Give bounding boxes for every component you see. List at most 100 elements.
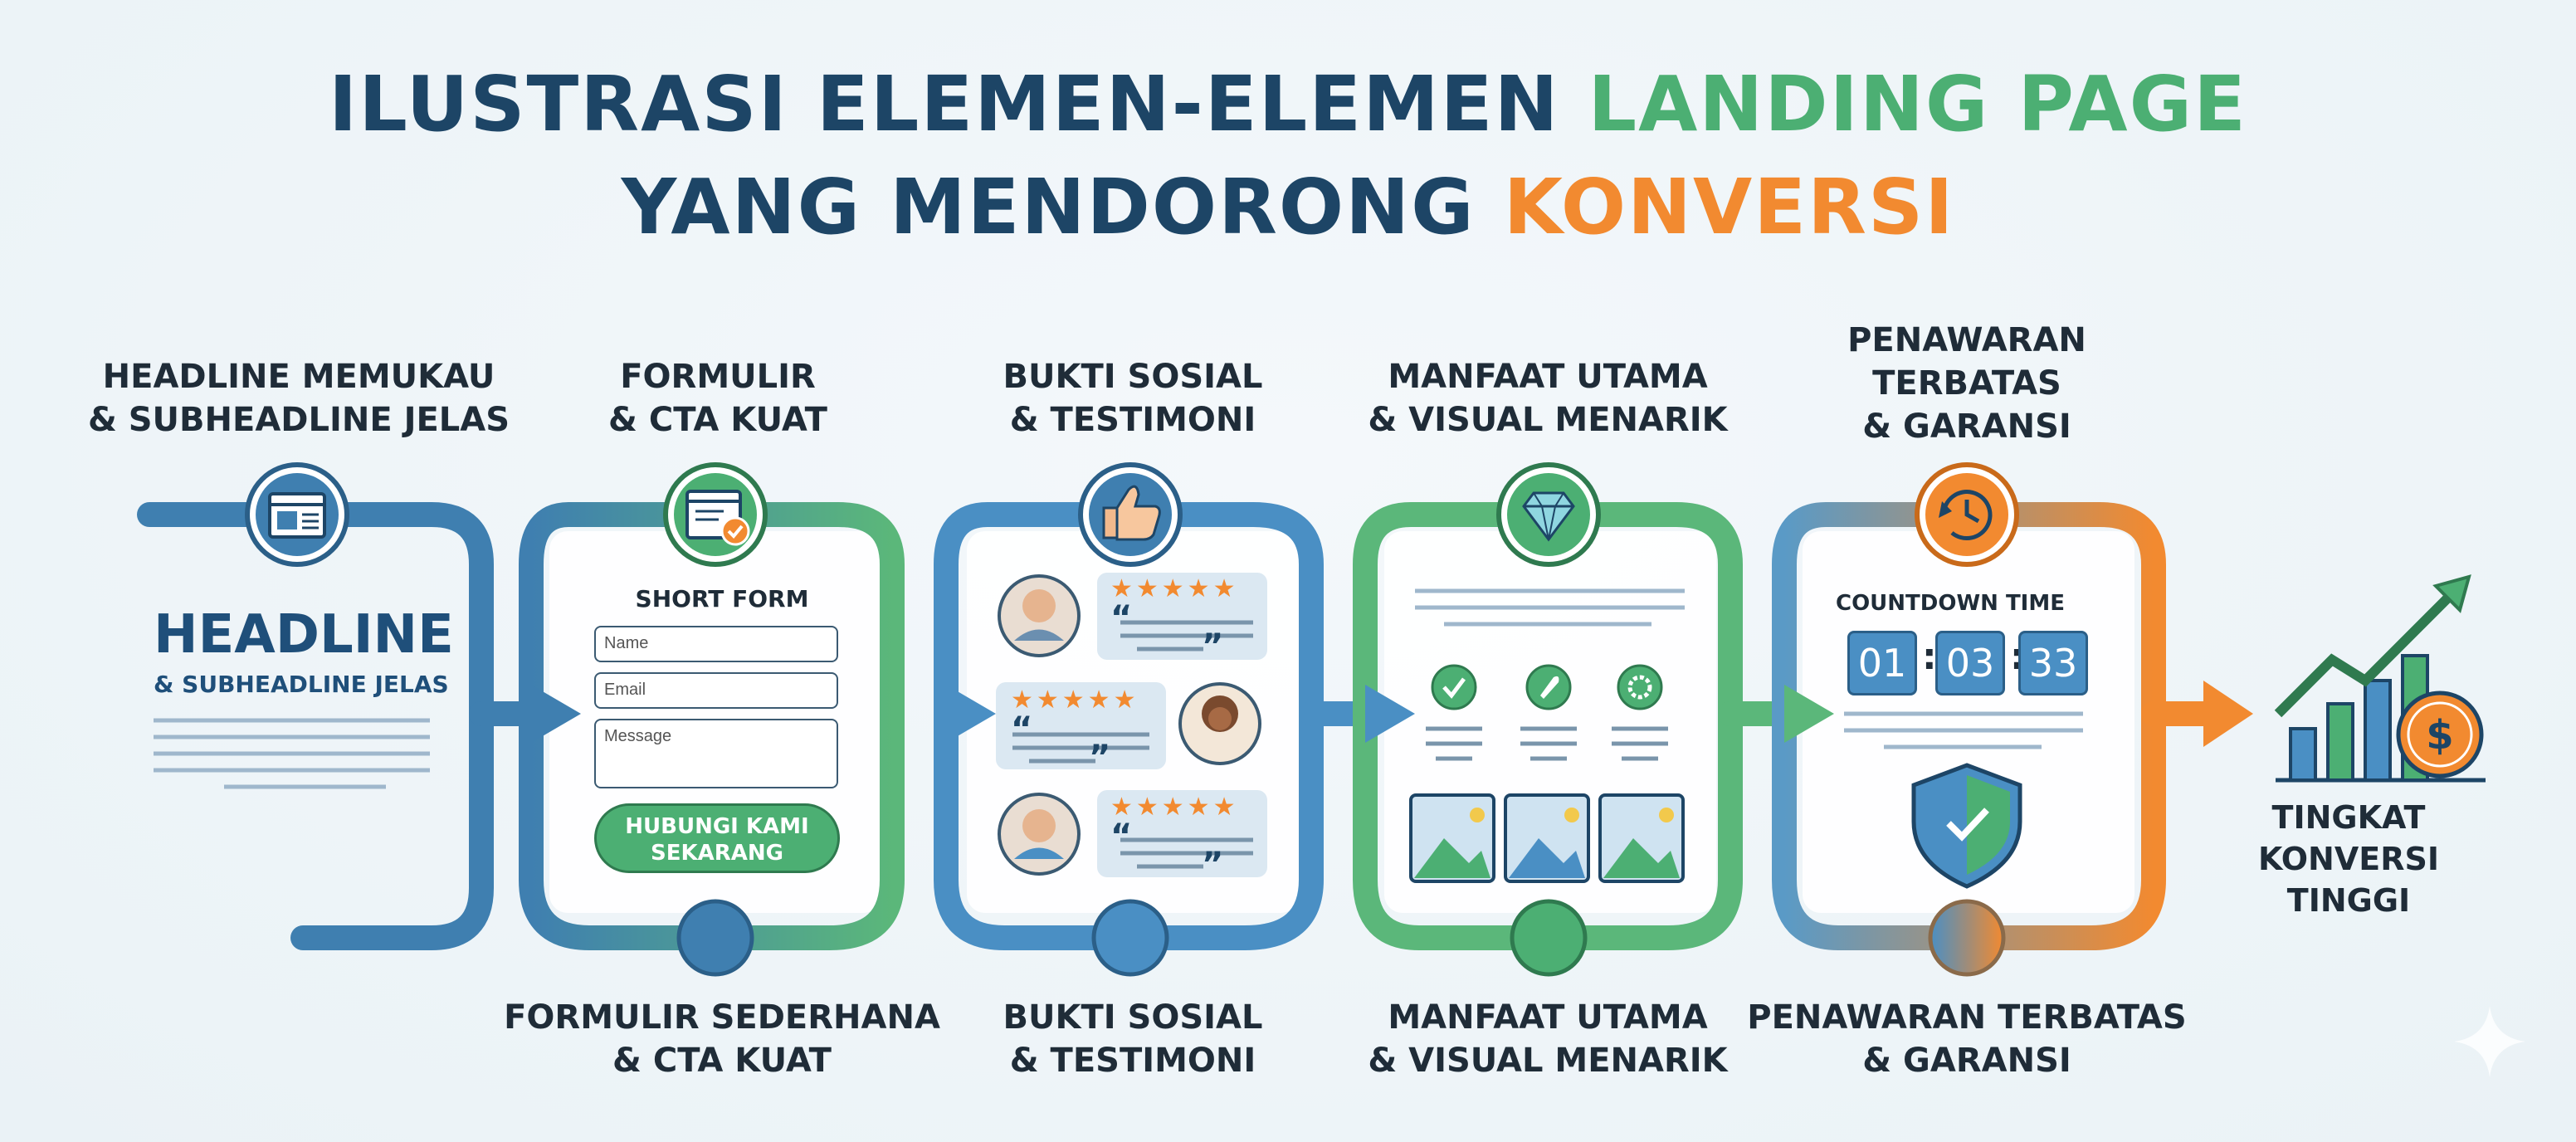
cta-line: HUBUNGI KAMI (625, 814, 809, 839)
shield-check-icon (1911, 763, 2022, 889)
label-line: TERBATAS (1872, 364, 2061, 403)
cta-line: SEKARANG (651, 841, 783, 866)
countdown-seconds: 33 (2018, 631, 2088, 695)
arrow-head-1 (531, 685, 581, 743)
growth-chart-dollar-icon: $ (2274, 574, 2486, 783)
quote-open-icon: “ (1110, 817, 1133, 856)
headline-text-lines (154, 718, 430, 789)
quote-close-icon: ” (1202, 627, 1224, 666)
label-line: PENAWARAN TERBATAS (1747, 998, 2187, 1037)
short-form-heading: SHORT FORM (635, 585, 809, 612)
benefits-content (1409, 588, 1685, 883)
label-line: & TESTIMONI (1009, 1042, 1256, 1080)
label-line: & SUBHEADLINE JELAS (87, 401, 510, 439)
contact-now-button[interactable]: HUBUNGI KAMI SEKARANG (594, 803, 840, 873)
bottom-circle-3 (1510, 899, 1588, 977)
top-label-headline: HEADLINE MEMUKAU & SUBHEADLINE JELAS (75, 355, 523, 442)
testimonial-3 (998, 790, 1267, 877)
label-line: & VISUAL MENARIK (1368, 1042, 1728, 1080)
arrow-head-4 (1784, 685, 1834, 743)
label-line: FORMULIR (620, 358, 816, 396)
label-line: BUKTI SOSIAL (1003, 998, 1263, 1037)
flow-path-7 (1353, 502, 1743, 950)
top-label-form: FORMULIR & CTA KUAT (564, 355, 871, 442)
label-line: & VISUAL MENARIK (1368, 401, 1728, 439)
browser-window-icon (245, 462, 349, 567)
title-highlight-landing-page: LANDING PAGE (1588, 60, 2247, 149)
gear-benefit-icon (1617, 664, 1663, 710)
clock-refresh-icon (1915, 462, 2019, 567)
label-line: & CTA KUAT (612, 1042, 832, 1080)
label-line: & CTA KUAT (608, 401, 827, 439)
top-label-social-proof: BUKTI SOSIAL & TESTIMONI (979, 355, 1286, 442)
testimonial-1 (998, 573, 1267, 660)
flow-path-5 (934, 502, 1324, 950)
arrow-head-5 (2203, 681, 2253, 747)
label-line: KONVERSI (2258, 841, 2439, 877)
arrow-head-2 (946, 685, 996, 743)
label-line: MANFAAT UTAMA (1388, 998, 1708, 1037)
top-label-offer: PENAWARAN TERBATAS & GARANSI (1813, 319, 2120, 448)
title-prefix-1: ILUSTRASI ELEMEN-ELEMEN (329, 60, 1588, 149)
image-placeholder-icon (1598, 793, 1685, 883)
flow-path-3 (519, 502, 905, 950)
diamond-icon (1496, 462, 1601, 567)
countdown-hours: 01 (1847, 631, 1917, 695)
label-line: & GARANSI (1862, 1042, 2071, 1080)
message-field[interactable]: Message (594, 719, 838, 788)
flow-path-9 (1772, 502, 2166, 950)
star-rating: ★★★★★ (1110, 574, 1239, 603)
email-field[interactable]: Email (594, 672, 838, 709)
sparkle-icon (2454, 1006, 2525, 1077)
bottom-label-form: FORMULIR SEDERHANA & CTA KUAT (498, 996, 946, 1082)
label-line: TINGGI (2286, 882, 2411, 919)
bottom-label-benefits: MANFAAT UTAMA & VISUAL MENARIK (1361, 996, 1734, 1082)
image-placeholder-icon (1409, 793, 1495, 883)
top-label-benefits: MANFAAT UTAMA & VISUAL MENARIK (1361, 355, 1734, 442)
title-line-2: YANG MENDORONG KONVERSI (0, 163, 2576, 251)
bottom-circle-2 (1091, 899, 1169, 977)
countdown-heading: COUNTDOWN TIME (1835, 591, 2065, 616)
flow-path-1 (137, 502, 494, 950)
testimonials (996, 573, 1267, 877)
countdown-separator: : (1922, 636, 1937, 678)
bottom-circle-1 (676, 899, 754, 977)
flow-paths (137, 502, 2220, 950)
label-line: & TESTIMONI (1009, 401, 1256, 439)
headline-text: HEADLINE (154, 604, 454, 666)
title-line-1: ILUSTRASI ELEMEN-ELEMEN LANDING PAGE (0, 60, 2576, 149)
final-result-label: TINGKAT KONVERSI TINGGI (2257, 797, 2440, 921)
subheadline-text: & SUBHEADLINE JELAS (154, 671, 449, 698)
offer-content (1844, 711, 2083, 889)
arrow-heads (531, 681, 2253, 747)
bottom-circle-4 (1928, 899, 2006, 977)
bottom-label-offer: PENAWARAN TERBATAS & GARANSI (1743, 996, 2191, 1082)
form-check-icon (663, 462, 768, 567)
label-line: TINGKAT (2271, 799, 2426, 836)
bottom-connector-circles (676, 899, 2006, 977)
star-rating: ★★★★★ (1011, 686, 1139, 715)
name-field[interactable]: Name (594, 626, 838, 662)
label-line: FORMULIR SEDERHANA (504, 998, 940, 1037)
thumbs-up-icon (1078, 462, 1183, 567)
quote-close-icon: ” (1089, 739, 1111, 777)
label-line: HEADLINE MEMUKAU (102, 358, 495, 396)
label-line: PENAWARAN (1847, 321, 2086, 359)
testimonial-2 (996, 682, 1261, 769)
rocket-benefit-icon (1525, 664, 1572, 710)
countdown-minutes: 03 (1935, 631, 2005, 695)
check-benefit-icon (1431, 664, 1477, 710)
label-line: & GARANSI (1862, 408, 2071, 446)
title-prefix-2: YANG MENDORONG (621, 163, 1504, 251)
arrow-head-3 (1365, 685, 1415, 743)
image-placeholder-icon (1504, 793, 1590, 883)
quote-close-icon: ” (1202, 846, 1224, 884)
svg-text:$: $ (2426, 712, 2453, 759)
label-line: MANFAAT UTAMA (1388, 358, 1708, 396)
title-highlight-konversi: KONVERSI (1503, 163, 1955, 251)
bottom-label-social-proof: BUKTI SOSIAL & TESTIMONI (979, 996, 1286, 1082)
quote-open-icon: “ (1011, 710, 1033, 749)
label-line: BUKTI SOSIAL (1003, 358, 1263, 396)
quote-open-icon: “ (1110, 599, 1133, 637)
